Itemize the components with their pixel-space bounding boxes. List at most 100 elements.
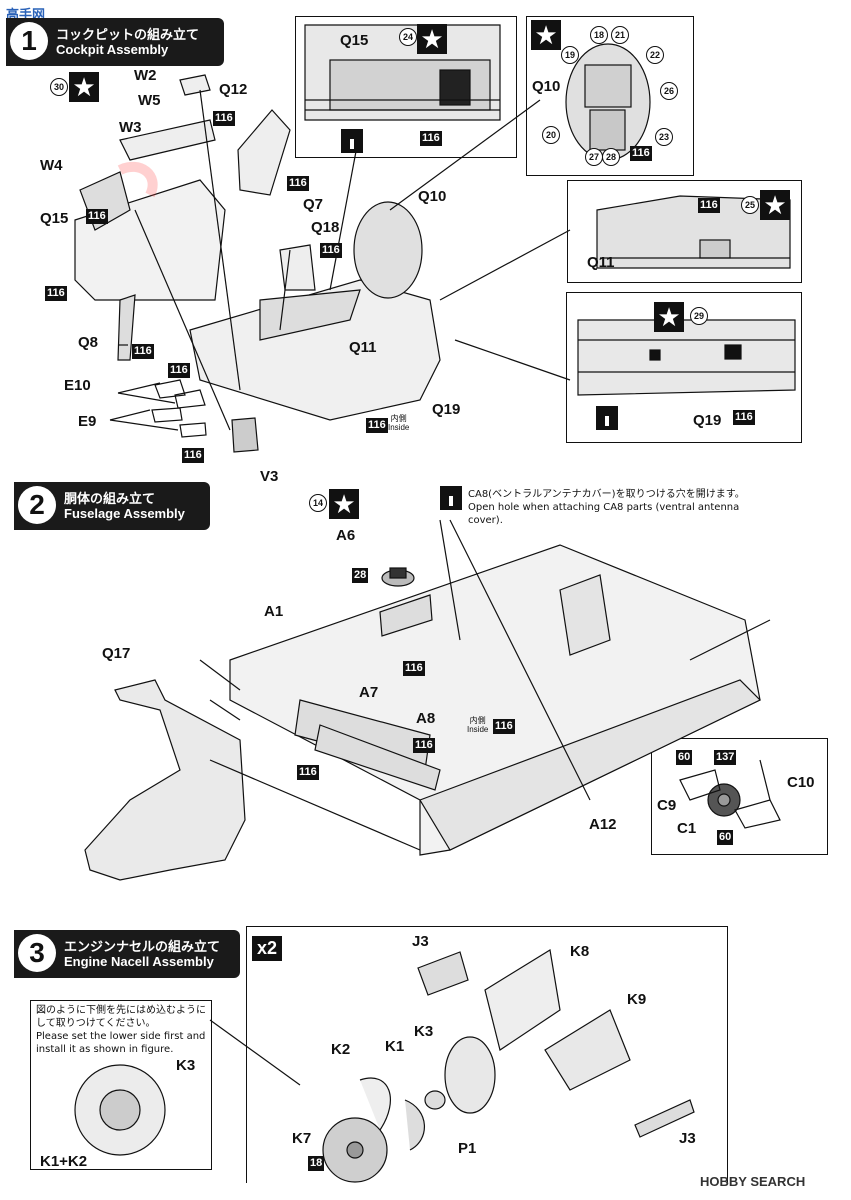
part-label: Q7 (303, 196, 324, 213)
step2-number: 2 (18, 486, 56, 524)
step3-title-jp: エンジンナセルの組み立て (64, 940, 221, 955)
ca8-note-en: Open hole when attaching CA8 parts (vent… (468, 502, 740, 526)
part-label: W2 (134, 67, 157, 84)
part-label: J3 (412, 933, 429, 950)
paint-code-badge: 116 (366, 418, 388, 433)
paint-code-badge: 116 (630, 146, 652, 161)
part-label: A6 (336, 527, 356, 544)
paint-code-badge: 116 (86, 209, 108, 224)
decal-number-29: 29 (690, 307, 708, 325)
decal-number-25: 25 (741, 196, 759, 214)
paint-code-badge: 28 (352, 568, 369, 583)
drill-hole-icon (596, 406, 618, 430)
part-label: J3 (679, 1130, 696, 1147)
part-label: Q10 (532, 78, 561, 95)
part-label: V3 (260, 468, 279, 485)
star-mark-icon: ★ (760, 190, 790, 220)
part-label: K1+K2 (40, 1153, 88, 1170)
paint-code-badge: 116 (320, 243, 342, 258)
ca8-note-jp: CA8(ベントラルアンテナカバー)を取りつける穴を開けます。 (468, 489, 745, 500)
paint-code-badge: 116 (698, 198, 720, 213)
part-label: Q19 (693, 412, 722, 429)
step1-header: 1 コックピットの組み立て Cockpit Assembly (6, 18, 224, 66)
decal-number-18: 18 (590, 26, 608, 44)
part-label: A12 (589, 816, 617, 833)
part-label: E9 (78, 413, 97, 430)
part-label: Q12 (219, 81, 248, 98)
part-label: Q15 (340, 32, 369, 49)
k-install-note-jp: 図のように下側を先にはめ込むようにして取りつけてください。 (36, 1005, 206, 1029)
inside-label-jp: 内側 (390, 414, 407, 423)
paint-code-badge: 116 (403, 661, 425, 676)
paint-code-badge: 137 (714, 750, 737, 765)
part-label: Q18 (311, 219, 340, 236)
inside-label-en: Inside (388, 423, 410, 432)
paint-code-badge: 60 (717, 830, 734, 845)
paint-code-badge: 60 (676, 750, 693, 765)
decal-number-21: 21 (611, 26, 629, 44)
drill-hole-icon (341, 129, 363, 153)
paint-code-badge: 116 (297, 765, 319, 780)
part-label: W3 (119, 119, 142, 136)
part-label: Q15 (40, 210, 69, 227)
part-label: C10 (787, 774, 815, 791)
paint-code-badge: 116 (132, 344, 154, 359)
part-label: K8 (570, 943, 590, 960)
paint-code-badge: 116 (413, 738, 435, 753)
inside-label-jp: 内側 (469, 716, 486, 725)
part-label: K1 (385, 1038, 405, 1055)
star-mark-icon: ★ (69, 72, 99, 102)
part-label: C9 (657, 797, 677, 814)
step1-number: 1 (10, 22, 48, 60)
star-mark-icon: ★ (329, 489, 359, 519)
part-label: Q11 (349, 339, 377, 356)
part-label: Q17 (102, 645, 131, 662)
decal-number-19: 19 (561, 46, 579, 64)
step1-title-en: Cockpit Assembly (56, 42, 169, 57)
star-mark-icon: ★ (531, 20, 561, 50)
k-install-note: 図のように下側を先にはめ込むようにして取りつけてください。 Please set… (36, 1004, 206, 1056)
part-label: Q8 (78, 334, 99, 351)
part-label: P1 (458, 1140, 477, 1157)
part-label: A8 (416, 710, 436, 727)
decal-number-24: 24 (399, 28, 417, 46)
decal-number-28: 28 (602, 148, 620, 166)
decal-number-14: 14 (309, 494, 327, 512)
decal-number-20: 20 (542, 126, 560, 144)
drill-hole-icon (440, 486, 462, 510)
step3-title-en: Engine Nacell Assembly (64, 954, 214, 969)
paint-code-badge: 18 (308, 1156, 325, 1171)
part-label: A7 (359, 684, 379, 701)
part-label: W4 (40, 157, 63, 174)
part-label: C1 (677, 820, 697, 837)
k-install-note-en: Please set the lower side first and inst… (36, 1031, 206, 1055)
step3-header: 3 エンジンナセルの組み立て Engine Nacell Assembly (14, 930, 240, 978)
step2-title-jp: 胴体の組み立て (64, 492, 156, 507)
step3-number: 3 (18, 934, 56, 972)
part-label: K3 (176, 1057, 196, 1074)
part-label: Q10 (418, 188, 447, 205)
step1-title-jp: コックピットの組み立て (56, 28, 200, 43)
decal-number-22: 22 (646, 46, 664, 64)
inside-label: 内側 Inside (388, 414, 409, 432)
paint-code-badge: 116 (45, 286, 67, 301)
watermark-bottom: HOBBY SEARCH (700, 1174, 805, 1189)
step2-title-en: Fuselage Assembly (64, 506, 185, 521)
part-label: K2 (331, 1041, 351, 1058)
paint-code-badge: 116 (168, 363, 190, 378)
part-label: W5 (138, 92, 161, 109)
part-label: E10 (64, 377, 91, 394)
ca8-note: CA8(ベントラルアンテナカバー)を取りつける穴を開けます。 Open hole… (468, 488, 768, 527)
part-label: A1 (264, 603, 284, 620)
part-label: K7 (292, 1130, 312, 1147)
decal-number-23: 23 (655, 128, 673, 146)
inside-label: 内側 Inside (467, 716, 488, 734)
paint-code-badge: 116 (733, 410, 755, 425)
decal-number-30: 30 (50, 78, 68, 96)
paint-code-badge: 116 (420, 131, 442, 146)
paint-code-badge: 116 (213, 111, 235, 126)
decal-number-26: 26 (660, 82, 678, 100)
x2-badge: x2 (252, 936, 283, 961)
watermark-bottom-text: HOBBY SEARCH (700, 1174, 806, 1189)
